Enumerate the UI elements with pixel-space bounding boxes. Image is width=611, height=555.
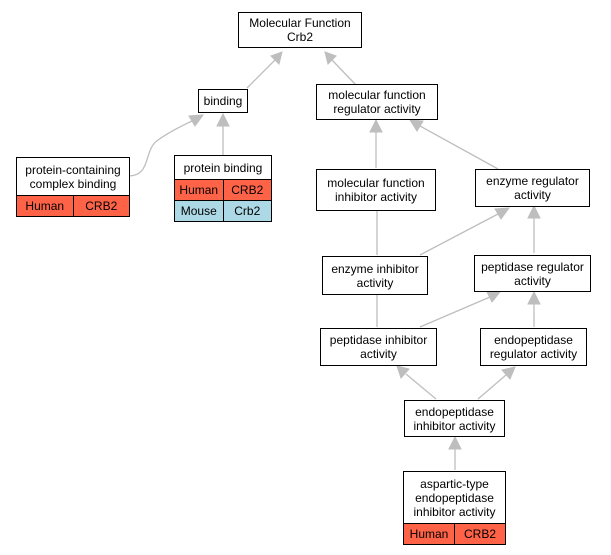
node-endopeptidase-regulator[interactable]: endopeptidase regulator activity (480, 328, 587, 366)
gene-cell: Crb2 (222, 201, 271, 221)
edge-binding-to-molecular-function (246, 51, 283, 89)
node-label: peptidase regulator activity (481, 259, 584, 288)
node-label: aspartic-type endopeptidase inhibitor ac… (413, 476, 496, 519)
node-protein-binding[interactable]: protein binding Human CRB2 Mouse Crb2 (174, 155, 272, 222)
node-mf-regulator[interactable]: molecular function regulator activity (316, 84, 438, 120)
node-enzyme-regulator[interactable]: enzyme regulator activity (475, 169, 590, 207)
node-label: protein binding (183, 160, 263, 175)
annotation-row-human: Human CRB2 (404, 523, 505, 544)
species-cell: Mouse (175, 201, 223, 221)
node-mf-inhibitor[interactable]: molecular function inhibitor activity (316, 169, 436, 211)
node-label: molecular function inhibitor activity (327, 176, 425, 204)
node-protein-containing-complex-binding[interactable]: protein-containing complex binding Human… (16, 157, 130, 217)
edge-protein-binding-to-binding (216, 112, 230, 155)
edge-protein-containing-complex-binding-to-binding (127, 114, 205, 177)
edge-endopeptidase-inhibitor-to-peptidase-inhibitor (396, 365, 437, 400)
node-label: endopeptidase regulator activity (489, 333, 578, 361)
node-label: endopeptidase inhibitor activity (413, 404, 496, 433)
edge-mf-regulator-to-molecular-function (324, 51, 357, 86)
node-label: enzyme regulator activity (486, 174, 579, 202)
annotation-row-human: Human CRB2 (175, 179, 271, 200)
node-aspartic-type-endopeptidase-inhibitor[interactable]: aspartic-type endopeptidase inhibitor ac… (403, 471, 506, 545)
edge-peptidase-regulator-to-enzyme-regulator (527, 204, 541, 253)
species-cell: Human (175, 180, 223, 200)
node-label: molecular function regulator activity (328, 88, 426, 116)
gene-cell: CRB2 (222, 180, 271, 200)
edge-enzyme-inhibitor-to-enzyme-regulator (419, 207, 511, 256)
annotation-row-human: Human CRB2 (17, 195, 129, 216)
node-endopeptidase-inhibitor[interactable]: endopeptidase inhibitor activity (404, 400, 505, 437)
species-cell: Human (404, 524, 454, 544)
node-molecular-function[interactable]: Molecular Function Crb2 (238, 12, 362, 48)
node-peptidase-inhibitor[interactable]: peptidase inhibitor activity (320, 328, 437, 366)
gene-cell: CRB2 (72, 196, 129, 216)
node-label: enzyme inhibitor activity (331, 261, 419, 290)
node-enzyme-inhibitor[interactable]: enzyme inhibitor activity (322, 256, 428, 295)
edge-endopeptidase-inhibitor-to-endopeptidase-regulator (477, 366, 516, 400)
species-cell: Human (17, 196, 73, 216)
edge-mf-inhibitor-to-mf-regulator (369, 118, 383, 168)
node-label: peptidase inhibitor activity (329, 333, 428, 361)
node-label: binding (203, 94, 243, 108)
edge-aspartic-type-to-endopeptidase-inhibitor (448, 435, 462, 470)
node-label: protein-containing complex binding (25, 162, 121, 191)
node-peptidase-regulator[interactable]: peptidase regulator activity (474, 255, 591, 292)
edge-enzyme-regulator-to-mf-regulator (409, 119, 499, 170)
annotation-row-mouse: Mouse Crb2 (175, 200, 271, 221)
edge-endopeptidase-regulator-to-peptidase-regulator (527, 290, 541, 327)
gene-cell: CRB2 (454, 524, 505, 544)
edge-peptidase-inhibitor-to-peptidase-regulator (419, 291, 502, 328)
node-label: Molecular Function Crb2 (249, 16, 351, 44)
node-binding[interactable]: binding (198, 89, 248, 113)
